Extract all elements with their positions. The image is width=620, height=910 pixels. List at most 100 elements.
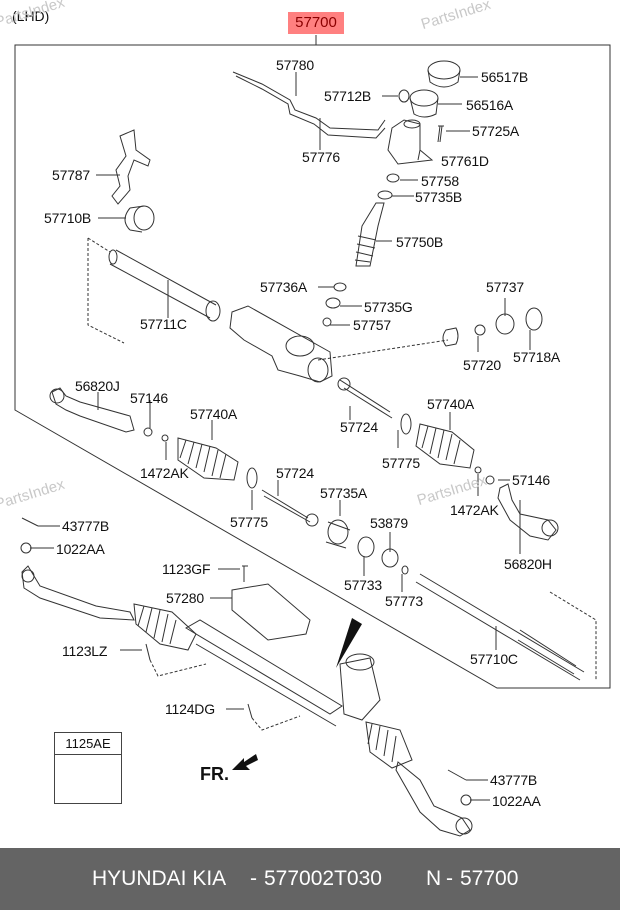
part-label-57740A-right[interactable]: 57740A	[427, 396, 475, 412]
part-label-57775-right[interactable]: 57775	[382, 455, 420, 471]
footer-separator: -	[250, 867, 257, 890]
part-label-57761D[interactable]: 57761D	[441, 153, 489, 169]
part-label-53879[interactable]: 53879	[370, 515, 408, 531]
part-label-57758[interactable]: 57758	[421, 173, 459, 189]
part-label-1123LZ[interactable]: 1123LZ	[62, 643, 108, 659]
front-direction-label: FR.	[200, 764, 229, 784]
part-label-1124DG[interactable]: 1124DG	[165, 701, 215, 717]
footer-bar: HYUNDAI KIA - 577002T030 N - 57700	[0, 848, 620, 910]
part-pinion-housing-lower	[339, 657, 381, 721]
part-label-57750B[interactable]: 57750B	[396, 234, 444, 250]
part-tie-rod-right-lower	[395, 761, 471, 837]
part-1472AK-right	[474, 466, 482, 474]
part-label-57724-upper[interactable]: 57724	[340, 419, 378, 435]
part-label-57280[interactable]: 57280	[166, 590, 204, 606]
part-label-57776[interactable]: 57776	[302, 149, 340, 165]
part-57710C	[415, 573, 585, 681]
kit-box-1125AE[interactable]: 1125AE	[54, 732, 122, 804]
part-43777B-upper	[21, 517, 39, 527]
part-label-56820J[interactable]: 56820J	[75, 378, 120, 394]
part-label-57735B[interactable]: 57735B	[415, 189, 463, 205]
part-57773	[401, 565, 409, 575]
part-label-57740A-left[interactable]: 57740A	[190, 406, 238, 422]
part-1022AA-lower	[460, 794, 472, 806]
part-57710B	[133, 205, 155, 231]
part-label-1472AK-left[interactable]: 1472AK	[140, 465, 189, 481]
part-label-57146-right[interactable]: 57146	[512, 472, 550, 488]
part-label-1022AA-upper[interactable]: 1022AA	[56, 541, 105, 557]
part-label-57720[interactable]: 57720	[463, 357, 501, 373]
part-label-57737[interactable]: 57737	[486, 279, 524, 295]
part-1123LZ	[145, 643, 151, 661]
part-1022AA-upper	[20, 542, 32, 554]
part-label-57146-left[interactable]: 57146	[130, 390, 168, 406]
diagram-line-art	[14, 35, 611, 837]
footer-brand: HYUNDAI KIA	[92, 867, 227, 890]
part-label-56820H[interactable]: 56820H	[504, 556, 552, 572]
part-label-43777B-upper[interactable]: 43777B	[62, 518, 110, 534]
part-57736A	[333, 282, 347, 292]
part-label-57773[interactable]: 57773	[385, 593, 423, 609]
part-57740A-right	[415, 423, 475, 469]
part-label-57735A[interactable]: 57735A	[320, 485, 368, 501]
part-wedge	[336, 618, 362, 668]
part-label-57735G[interactable]: 57735G	[364, 299, 413, 315]
part-57711C	[109, 249, 217, 319]
part-rack-housing	[229, 305, 333, 383]
part-1472AK-left	[161, 434, 169, 442]
part-57718A	[525, 307, 543, 331]
part-57740A-left	[177, 437, 239, 481]
part-label-1022AA-lower[interactable]: 1022AA	[492, 793, 541, 809]
part-label-57710C[interactable]: 57710C	[470, 651, 518, 667]
part-57735B	[377, 190, 393, 200]
part-label-57775-left[interactable]: 57775	[230, 514, 268, 530]
assembly-number-badge[interactable]: 57700	[288, 12, 344, 34]
assembly-frame	[14, 35, 611, 689]
part-57724-upper	[339, 379, 393, 419]
part-label-57757[interactable]: 57757	[353, 317, 391, 333]
part-label-1472AK-right[interactable]: 1472AK	[450, 502, 499, 518]
part-57720	[474, 324, 486, 336]
footer-separator: -	[446, 867, 453, 890]
kit-box-label: 1125AE	[55, 733, 121, 755]
part-57761D	[387, 119, 434, 165]
part-57780-pipe	[232, 71, 386, 139]
part-label-57736A[interactable]: 57736A	[260, 279, 308, 295]
part-57775-right	[400, 413, 412, 435]
variant-label: (LHD)	[12, 8, 50, 24]
part-label-56516A[interactable]: 56516A	[466, 97, 514, 113]
part-label-43777B-lower[interactable]: 43777B	[490, 772, 538, 788]
part-label-57733[interactable]: 57733	[344, 577, 382, 593]
part-plug	[442, 327, 459, 347]
part-label-1123GF[interactable]: 1123GF	[162, 561, 211, 577]
part-57758	[386, 173, 400, 183]
part-label-57725A[interactable]: 57725A	[472, 123, 520, 139]
part-57775-left	[246, 467, 258, 489]
leader-lines	[30, 72, 531, 801]
footer-part-number: 577002T030	[264, 867, 382, 890]
part-57750B	[355, 202, 385, 267]
part-57757	[322, 317, 332, 327]
part-label-57780[interactable]: 57780	[276, 57, 314, 73]
parts-diagram: (LHD) 57700 PartsIndex PartsIndex PartsI…	[0, 0, 611, 837]
part-1123GF	[242, 565, 248, 582]
part-label-57718A[interactable]: 57718A	[513, 349, 561, 365]
part-1124DG	[247, 703, 253, 719]
part-57737	[495, 313, 515, 335]
part-rack-body-lower	[185, 619, 343, 727]
front-direction-arrow-icon	[232, 754, 258, 770]
part-56820H	[497, 483, 557, 541]
part-57280	[231, 583, 311, 641]
footer-n-value: 57700	[460, 867, 519, 890]
part-boot-right-lower	[365, 721, 413, 769]
part-57787	[111, 129, 151, 205]
part-label-57711C[interactable]: 57711C	[140, 316, 187, 332]
part-label-57724-lower[interactable]: 57724	[276, 465, 314, 481]
part-57733	[357, 536, 375, 558]
part-label-57710B[interactable]: 57710B	[44, 210, 92, 226]
part-label-57712B[interactable]: 57712B	[324, 88, 372, 104]
part-56517B	[427, 60, 461, 80]
part-43777B-lower	[447, 769, 467, 781]
part-label-56517B[interactable]: 56517B	[481, 69, 529, 85]
part-label-57787[interactable]: 57787	[52, 167, 90, 183]
